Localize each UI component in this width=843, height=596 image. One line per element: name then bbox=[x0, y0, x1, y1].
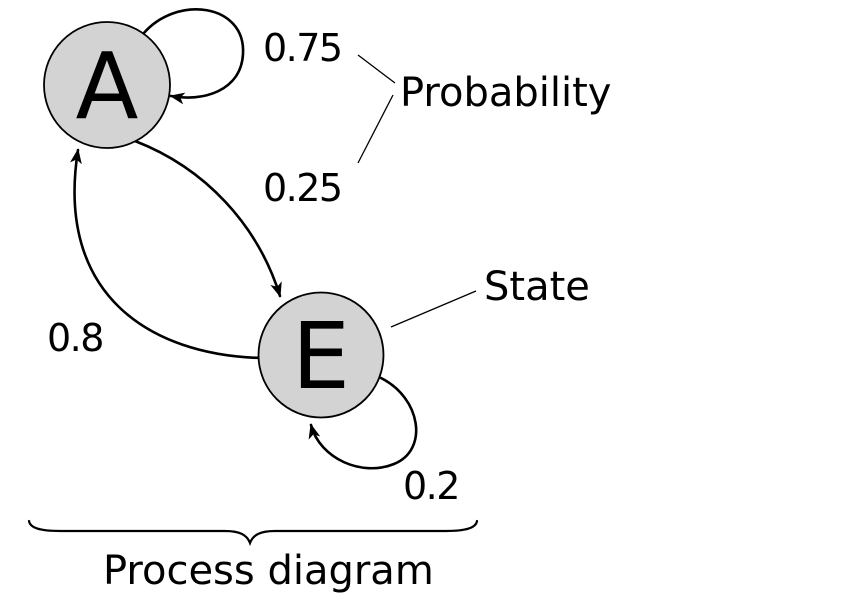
edge-E-A bbox=[69, 148, 263, 360]
state-node-A-label: A bbox=[76, 33, 139, 140]
edge-A-E-probability-label: 0.25 bbox=[263, 166, 342, 210]
probability-annotation-label: Probability bbox=[400, 70, 611, 116]
state-node-E bbox=[257, 291, 385, 419]
edge-E-A-probability-label: 0.8 bbox=[47, 316, 103, 360]
edge-A-E bbox=[133, 139, 282, 298]
edge-A-A-selfloop bbox=[141, 8, 245, 105]
state-annotation-label: State bbox=[484, 264, 590, 310]
state-node-E-label: E bbox=[292, 303, 350, 410]
probability-annotation-line-upper bbox=[357, 54, 396, 84]
edge-E-E-selfloop bbox=[308, 376, 418, 470]
probability-annotation-line-lower bbox=[357, 94, 394, 164]
state-annotation-line bbox=[390, 290, 477, 328]
edge-E-E-probability-label: 0.2 bbox=[403, 464, 459, 508]
process-caption: Process diagram bbox=[103, 548, 434, 594]
state-node-A bbox=[43, 21, 171, 149]
process-brace bbox=[27, 519, 479, 547]
edge-A-A-probability-label: 0.75 bbox=[263, 26, 342, 70]
